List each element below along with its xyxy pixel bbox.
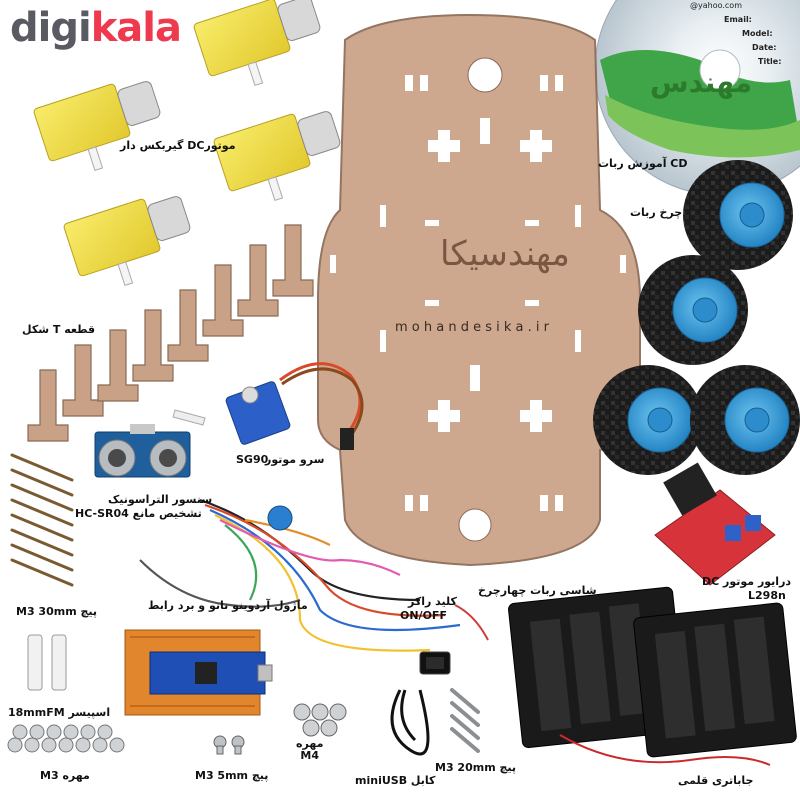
robot-wheel-4 xyxy=(690,365,800,475)
label-driver-1: درایور موتور DC xyxy=(702,575,792,588)
battery-lead-wires xyxy=(559,734,771,766)
robot-wheel-2 xyxy=(638,255,748,365)
gear-motor-2 xyxy=(33,81,161,172)
label-cd-course: CD آموزش ربات xyxy=(598,157,688,170)
label-servo-model: SG90 xyxy=(236,453,269,466)
chassis-watermark: مهندسیکا xyxy=(440,234,570,274)
cd-email-fragment: @yahoo.com xyxy=(690,1,742,10)
gear-motor-4 xyxy=(63,196,191,287)
screws-m3-30mm xyxy=(10,453,74,587)
cd-logo-text: مهندس xyxy=(650,66,753,99)
chassis-watermark-url: m o h a n d e s i k a . i r xyxy=(395,320,550,335)
label-usb-cable: کابل miniUSB xyxy=(355,774,436,787)
label-t-piece: قطعه T شکل xyxy=(22,323,96,336)
logo-part-digi: digi xyxy=(10,5,92,51)
digikala-logo: digikala xyxy=(10,5,182,51)
cd-disc xyxy=(594,0,800,196)
label-robot-wheel: چرخ ربات xyxy=(630,206,683,219)
arduino-nano-board xyxy=(124,629,273,716)
cd-line-title: Title: xyxy=(758,57,782,66)
label-screw-5mm: پیچ M3 5mm xyxy=(195,769,269,782)
label-chassis: شاسی ربات چهارچرخ xyxy=(478,584,597,597)
label-arduino: ماژول آردوینو نانو و برد رابط xyxy=(148,599,308,612)
robot-wheel-1 xyxy=(683,160,793,270)
servo-motor xyxy=(225,362,364,450)
battery-holder-2 xyxy=(633,602,797,758)
servo-horn xyxy=(172,409,206,426)
label-nut-m4: مهره M4 xyxy=(296,737,324,762)
robot-wheel-3 xyxy=(593,365,703,475)
spacers-18mm xyxy=(27,634,67,691)
nuts-m4 xyxy=(293,703,347,737)
label-spacer: اسپیسر 18mmFM xyxy=(8,706,111,719)
label-ultrasonic-1: سنسور التراسونیک xyxy=(108,493,213,506)
gear-motor-3 xyxy=(213,111,341,202)
cd-line-email: Email: xyxy=(724,15,752,24)
cd-line-date: Date: xyxy=(752,43,777,52)
potentiometer-knob xyxy=(267,505,293,531)
cd-line-model: Model: xyxy=(742,29,773,38)
label-battery-holder: جاباتری قلمی xyxy=(678,774,754,787)
logo-part-kala: kala xyxy=(90,5,182,51)
label-driver-2: L298n xyxy=(748,589,786,602)
gear-motor-1 xyxy=(193,0,321,87)
switch-lead-wire xyxy=(454,604,489,641)
rocker-switch xyxy=(419,651,451,675)
nuts-m3 xyxy=(7,724,125,753)
label-gear-motor: موتورDC گیربکس دار xyxy=(120,139,236,152)
label-screw-20mm: پیچ M3 20mm xyxy=(435,761,517,774)
screws-m3-5mm xyxy=(213,735,245,755)
label-nut-m3: مهره M3 xyxy=(40,769,90,782)
mini-usb-cable xyxy=(390,689,430,756)
label-switch-2: ON/OFF xyxy=(400,609,447,622)
t-pieces xyxy=(27,224,314,442)
l298n-motor-driver xyxy=(654,462,776,586)
jumper-wires xyxy=(139,498,461,652)
screws-m3-20mm xyxy=(450,688,480,753)
label-switch-1: کلید راکر xyxy=(408,595,457,608)
label-ultrasonic-2: تشخیص مانع HC-SR04 xyxy=(75,507,202,520)
robot-chassis-plate xyxy=(317,13,641,567)
ultrasonic-sensor xyxy=(94,424,191,478)
label-screw-30mm: پیچ M3 30mm xyxy=(16,605,98,618)
label-servo: سرو موتور xyxy=(265,453,325,466)
